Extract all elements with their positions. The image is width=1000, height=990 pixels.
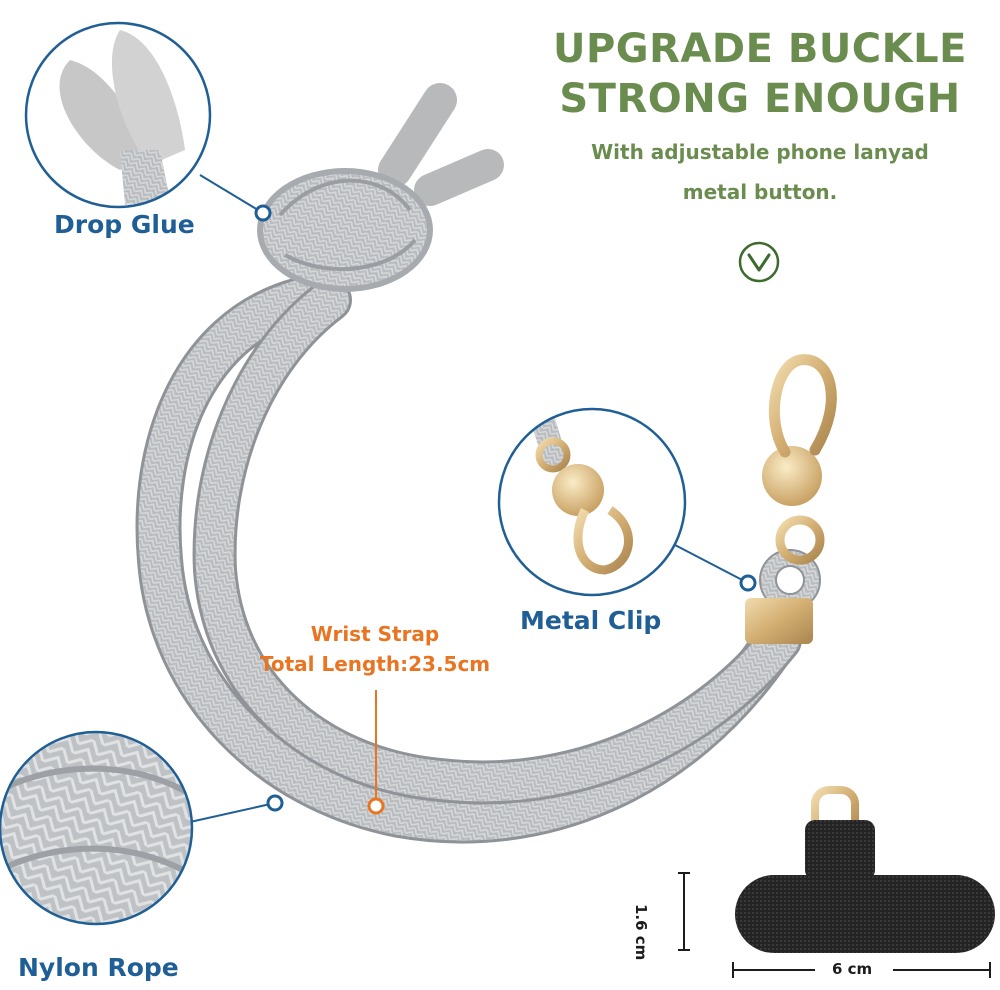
chevron-down-circle-icon [738, 241, 780, 283]
height-dimension-label: 1.6 cm [632, 904, 650, 961]
wrist-strap-label: Wrist Strap [310, 622, 440, 646]
length-marker [367, 797, 385, 815]
drop-glue-detail-circle [24, 21, 212, 209]
nylon-rope-marker [266, 794, 284, 812]
dimension-lines [678, 872, 991, 978]
nylon-rope-detail-circle [0, 730, 194, 926]
metal-clip-detail-circle [497, 407, 687, 597]
wrist-strap-rope [135, 277, 802, 844]
headline-line-1: UPGRADE BUCKLE [553, 26, 967, 72]
drop-glue-marker [254, 204, 272, 222]
total-length-label: Total Length:23.5cm [259, 652, 491, 676]
subheadline-line-1: With adjustable phone lanyad [591, 140, 929, 164]
subheadline-line-2: metal button. [682, 180, 838, 204]
strap-metal-clip [745, 354, 837, 644]
headline-line-2: STRONG ENOUGH [559, 76, 961, 122]
callout-connectors [189, 174, 749, 823]
rope-knot [257, 83, 504, 292]
metal-clip-marker [739, 574, 757, 592]
metal-clip-label: Metal Clip [520, 606, 662, 635]
drop-glue-label: Drop Glue [54, 210, 195, 239]
width-dimension-label: 6 cm [832, 960, 873, 978]
nylon-rope-label: Nylon Rope [18, 953, 179, 982]
phone-tether-patch [735, 786, 995, 953]
